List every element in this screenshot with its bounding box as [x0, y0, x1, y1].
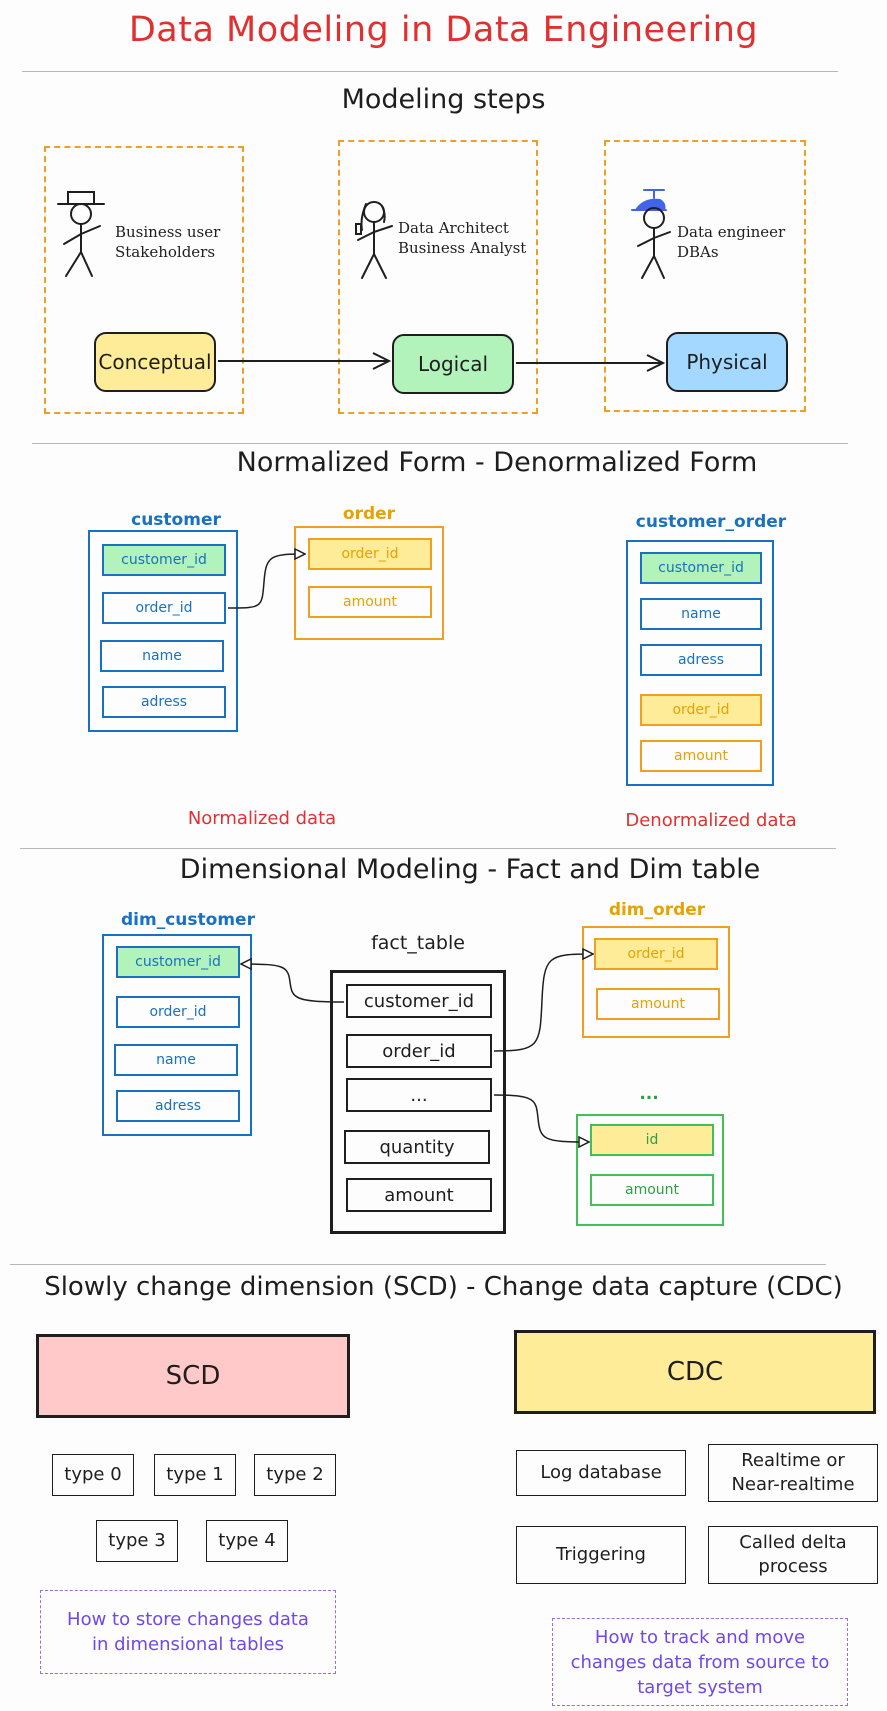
table-title-dim-customer: dim_customer [121, 910, 255, 930]
scd-type-0: type 0 [52, 1454, 134, 1496]
field-adress: adress [116, 1090, 240, 1122]
scd-type-4: type 4 [206, 1520, 288, 1562]
scd-type-3: type 3 [96, 1520, 178, 1562]
role-business-analyst: Business Analyst [398, 239, 527, 257]
field-amount: amount [346, 1178, 492, 1212]
table-customer-order [626, 540, 774, 786]
cdc-method-realtime: Realtime or Near-realtime [708, 1444, 878, 1502]
table-dim-other [576, 1114, 724, 1226]
cdc-method-log-database: Log database [516, 1450, 686, 1496]
field-adress: adress [102, 686, 226, 718]
cdc-note-line: target system [637, 1676, 763, 1698]
field-order-id: order_id [102, 592, 226, 624]
role-data-engineer: Data engineer [677, 223, 786, 241]
field-adress: adress [640, 644, 762, 676]
logical-node: Logical [392, 334, 514, 394]
link-order-id [227, 554, 304, 609]
field-customer-id: customer_id [640, 552, 762, 584]
field-amount: amount [590, 1174, 714, 1206]
logical-group [338, 140, 538, 414]
table-dim-order [582, 926, 730, 1038]
logical-roles: Data Architect Business Analyst [398, 218, 538, 258]
table-title-fact-table: fact_table [371, 932, 465, 954]
scd-note-line: in dimensional tables [91, 1634, 285, 1655]
section-title-scd-cdc: Slowly change dimension (SCD) - Change d… [44, 1272, 843, 1302]
scd-box: SCD [36, 1334, 350, 1418]
cdc-method-triggering: Triggering [516, 1526, 686, 1584]
link-dim-other [493, 1094, 588, 1142]
field-order-id: order_id [116, 996, 240, 1028]
page-title: Data Modeling in Data Engineering [128, 10, 759, 50]
divider [20, 848, 836, 849]
table-title-order: order [342, 504, 396, 524]
divider [10, 1264, 826, 1265]
physical-node: Physical [666, 332, 788, 392]
field-order-id: order_id [308, 538, 432, 570]
field-amount: amount [308, 586, 432, 618]
cdc-box: CDC [514, 1330, 876, 1414]
cdc-method-delta: Called delta process [708, 1526, 878, 1584]
table-title-customer: customer [131, 510, 221, 530]
field-order-id: order_id [346, 1034, 492, 1068]
stick-figure-ponytail-icon [355, 201, 393, 279]
conceptual-group [44, 146, 244, 414]
table-title-dim-other: ... [639, 1084, 659, 1104]
caption-normalized: Normalized data [187, 808, 337, 829]
field-name: name [114, 1044, 238, 1076]
section-title-dimensional: Dimensional Modeling - Fact and Dim tabl… [179, 854, 761, 885]
table-title-dim-order: dim_order [608, 900, 706, 920]
table-fact-table [330, 970, 506, 1234]
divider [22, 71, 838, 72]
field-amount: amount [596, 988, 720, 1020]
table-dim-customer [102, 934, 252, 1136]
physical-group [604, 140, 806, 412]
role-dbas: DBAs [677, 243, 719, 261]
scd-type-1: type 1 [154, 1454, 236, 1496]
role-business-user: Business user [115, 223, 221, 241]
conceptual-roles: Business user Stakeholders [115, 222, 245, 262]
scd-note: How to store changes data in dimensional… [40, 1590, 336, 1674]
cdc-note-line: How to track and move [594, 1626, 806, 1648]
link-dim-order [493, 954, 592, 1052]
section-title-normal-forms: Normalized Form - Denormalized Form [236, 447, 758, 478]
stick-figure-hat-icon [57, 191, 105, 277]
conceptual-node: Conceptual [94, 332, 216, 392]
field-order-id: order_id [640, 694, 762, 726]
field-ellipsis: ... [346, 1078, 492, 1112]
table-order [294, 526, 444, 640]
scd-note-line: How to store changes data [67, 1609, 309, 1630]
role-stakeholders: Stakeholders [115, 243, 216, 261]
field-quantity: quantity [344, 1130, 490, 1164]
field-amount: amount [640, 740, 762, 772]
divider [32, 443, 848, 444]
scd-type-2: type 2 [254, 1454, 336, 1496]
role-data-architect: Data Architect [398, 219, 509, 237]
caption-denormalized: Denormalized data [625, 810, 797, 831]
cdc-note: How to track and move changes data from … [552, 1618, 848, 1706]
table-title-customer-order: customer_order [635, 512, 787, 532]
section-title-modeling-steps: Modeling steps [341, 84, 546, 115]
field-customer-id: customer_id [116, 946, 240, 978]
cdc-note-line: changes data from source to [570, 1651, 830, 1673]
stick-figure-propeller-cap-icon [631, 189, 671, 279]
field-order-id: order_id [594, 938, 718, 970]
physical-roles: Data engineer DBAs [677, 222, 807, 262]
field-name: name [640, 598, 762, 630]
link-customer-id [242, 964, 345, 1003]
field-name: name [100, 640, 224, 672]
field-customer-id: customer_id [102, 544, 226, 576]
field-id: id [590, 1124, 714, 1156]
field-customer-id: customer_id [346, 984, 492, 1018]
table-customer [88, 530, 238, 732]
